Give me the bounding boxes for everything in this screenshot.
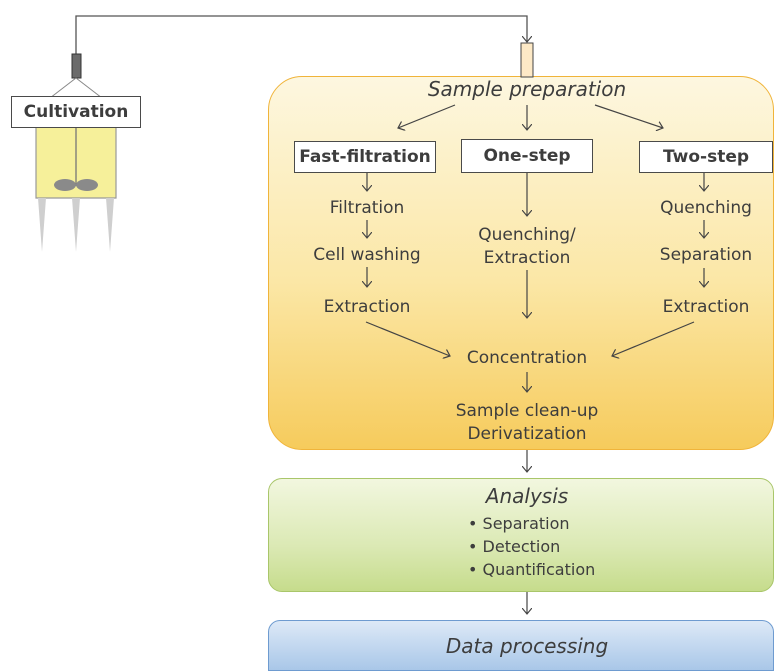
step-extraction-ff: Extraction bbox=[323, 297, 411, 317]
bioreactor-icon bbox=[35, 53, 117, 252]
step-separation-two: Separation bbox=[659, 245, 753, 265]
analysis-bullet: • Quantification bbox=[468, 560, 596, 579]
cultivation-label: Cultivation bbox=[11, 96, 141, 128]
step-extraction-one: Extraction bbox=[483, 248, 571, 268]
analysis-title: Analysis bbox=[485, 484, 569, 508]
step-derivatization: Derivatization bbox=[467, 424, 587, 444]
sample-preparation-title: Sample preparation bbox=[427, 77, 627, 101]
inlet-port bbox=[520, 42, 534, 78]
method-fast-filtration: Fast-filtration bbox=[294, 141, 436, 173]
sample-preparation-panel bbox=[268, 76, 774, 450]
analysis-bullet: • Separation bbox=[468, 514, 570, 533]
step-cell-washing: Cell washing bbox=[313, 245, 421, 265]
analysis-panel bbox=[268, 478, 774, 592]
method-two-step: Two-step bbox=[639, 141, 773, 173]
transfer-line bbox=[75, 15, 527, 55]
step-quenching-one: Quenching/ bbox=[478, 225, 576, 245]
data-processing-title: Data processing bbox=[445, 634, 609, 658]
analysis-bullet: • Detection bbox=[468, 537, 561, 556]
step-extraction-two: Extraction bbox=[662, 297, 750, 317]
step-concentration: Concentration bbox=[466, 348, 588, 368]
method-one-step: One-step bbox=[461, 139, 593, 173]
step-filtration: Filtration bbox=[329, 198, 405, 218]
step-sample-cleanup: Sample clean-up bbox=[455, 401, 599, 421]
analysis-bullets: • Separation • Detection • Quantificatio… bbox=[468, 512, 595, 581]
step-quenching-two: Quenching bbox=[660, 198, 752, 218]
